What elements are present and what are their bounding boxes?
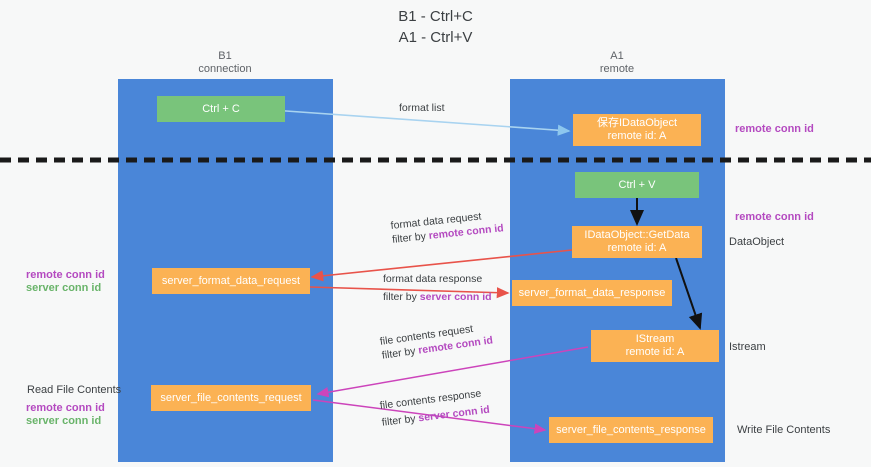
edge-label-format-data-request-prefix: filter by [391,230,430,246]
edge-label-format-data-response-highlight: server conn id [419,291,492,303]
note-left-server-conn-id-1: server conn id [26,282,102,294]
edge-label-format-data-response-line2: filter by server conn id [383,290,492,304]
edge-label-file-contents-response: file contents response filter by server … [379,386,491,430]
note-remote-conn-id-mid: remote conn id [735,211,814,223]
box-server-format-data-request[interactable]: server_format_data_request [152,268,310,294]
box-server-format-data-response-label: server_format_data_response [518,286,666,299]
note-remote-conn-id-top: remote conn id [735,123,814,135]
box-save-idataobject[interactable]: 保存IDataObject remote id: A [573,114,701,146]
box-ctrl-v-label: Ctrl + V [618,178,656,191]
note-read-file-contents: Read File Contents [27,384,122,396]
edge-label-format-data-request: format data request filter by remote con… [390,207,504,247]
box-idataobject-getdata-label: IDataObject::GetData [584,229,690,241]
edge-label-format-data-response-line1: format data response [383,273,483,285]
box-ctrl-c[interactable]: Ctrl + C [157,96,285,122]
box-server-file-contents-request-label: server_file_contents_request [160,391,302,404]
edge-label-file-contents-response-prefix: filter by [381,412,420,429]
box-ctrl-v[interactable]: Ctrl + V [575,172,699,198]
note-left-server-conn-id-2: server conn id [26,415,102,427]
note-istream: Istream [729,341,766,353]
box-server-file-contents-response-label: server_file_contents_response [556,423,706,436]
box-idataobject-getdata[interactable]: IDataObject::GetData remote id: A [572,226,702,258]
box-istream-label: IStream [635,333,675,345]
note-dataobject: DataObject [729,236,785,248]
box-save-idataobject-label: 保存IDataObject [596,117,678,129]
box-ctrl-c-label: Ctrl + C [202,102,240,115]
edge-label-file-contents-request-prefix: filter by [381,344,420,362]
box-idataobject-getdata-sub: remote id: A [607,242,667,254]
edge-label-format-list: format list [399,101,445,115]
column-header-a1-line2: remote [599,63,635,75]
box-istream[interactable]: IStream remote id: A [591,330,719,362]
box-server-file-contents-response[interactable]: server_file_contents_response [549,417,713,443]
column-header-a1: A1 remote [537,50,697,76]
edge-label-format-data-response-prefix: filter by [383,291,420,303]
column-header-a1-line1: A1 [610,50,624,62]
edge-label-format-list-line1: format list [399,102,445,114]
box-server-format-data-request-label: server_format_data_request [161,274,301,287]
column-header-b1: B1 connection [145,50,305,76]
box-server-file-contents-request[interactable]: server_file_contents_request [151,385,311,411]
note-left-remote-conn-id-1: remote conn id [26,269,105,281]
box-save-idataobject-sub: remote id: A [607,130,667,142]
edge-label-format-data-response: format data response filter by server co… [383,272,492,304]
column-header-b1-line2: connection [198,63,252,75]
column-header-b1-line1: B1 [218,50,232,62]
note-left-remote-conn-id-2: remote conn id [26,402,105,414]
note-write-file-contents: Write File Contents [737,424,831,436]
box-server-format-data-response[interactable]: server_format_data_response [512,280,672,306]
box-istream-sub: remote id: A [625,346,685,358]
page-title: B1 - Ctrl+C A1 - Ctrl+V [398,8,473,46]
edge-label-file-contents-request: file contents request filter by remote c… [379,319,494,362]
